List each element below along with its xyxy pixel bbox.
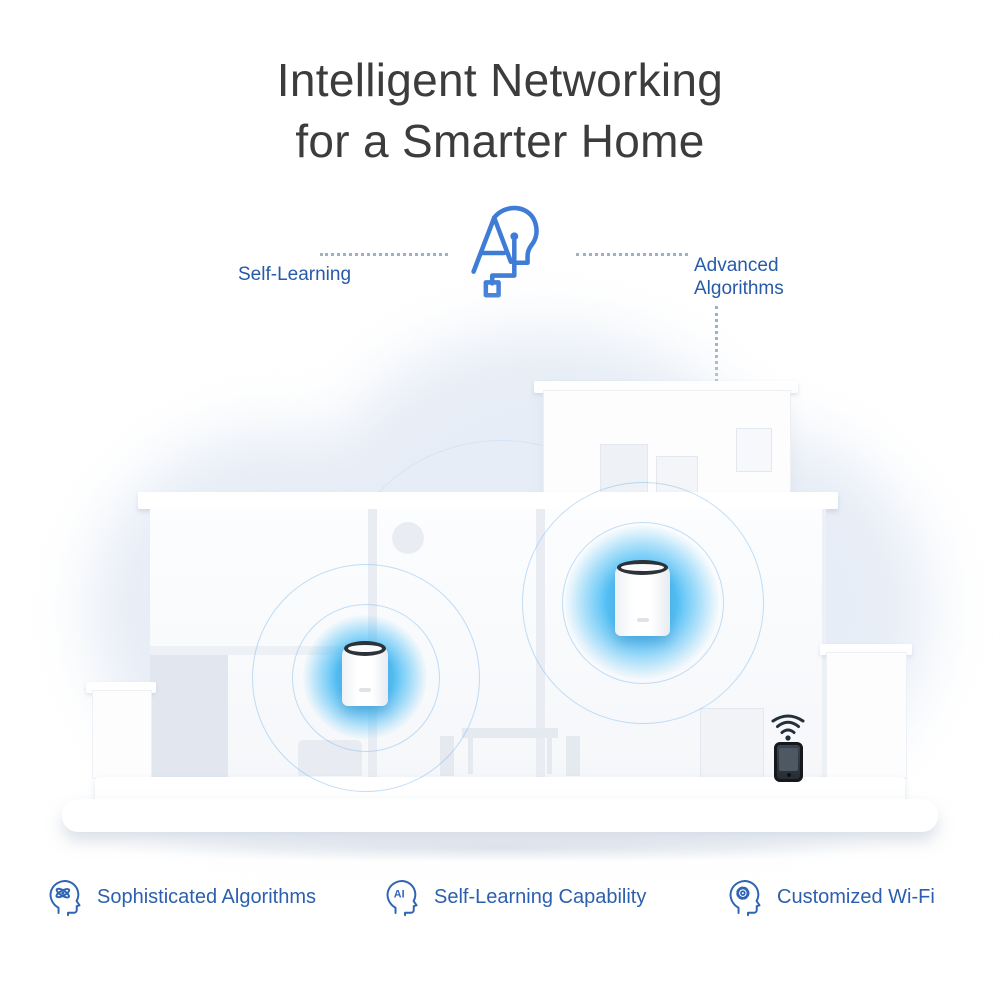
feature-self-learning-capability: AI Self-Learning Capability: [383, 877, 646, 917]
mesh-unit-right: [615, 560, 670, 636]
circuit-ring: [292, 604, 440, 752]
right-wing-roof: [820, 644, 912, 655]
head-atom-icon: [49, 880, 81, 917]
head-gear-icon: [729, 880, 761, 917]
alcove: [150, 655, 228, 777]
page-title: Intelligent Networking for a Smarter Hom…: [0, 50, 1000, 172]
advanced-algorithms-label: Advanced Algorithms: [694, 254, 784, 300]
main-roof: [138, 492, 838, 509]
title-line-1: Intelligent Networking: [276, 54, 724, 106]
interior-wall: [822, 509, 826, 777]
ai-icon-text: AI: [394, 888, 405, 900]
head-ai-icon: AI: [386, 880, 418, 917]
feature-label: Sophisticated Algorithms: [97, 885, 317, 908]
ground-platform: [62, 799, 938, 832]
furniture-shape: [462, 728, 558, 774]
advanced-label-line-2: Algorithms: [694, 278, 784, 299]
wifi-icon: [768, 710, 808, 744]
ceiling-light: [392, 522, 424, 554]
self-learning-label: Self-Learning: [238, 264, 352, 285]
callout-line-advanced: [576, 253, 688, 256]
feature-customized-wifi: Customized Wi-Fi: [726, 877, 935, 917]
advanced-label-line-1: Advanced: [694, 255, 779, 276]
feature-label: Customized Wi-Fi: [777, 885, 935, 908]
furniture-shape: [700, 708, 764, 778]
left-wing-roof: [86, 682, 156, 693]
ground-shadow: [95, 834, 905, 862]
right-wing: [826, 652, 907, 779]
circuit-ring: [522, 482, 764, 724]
title-line-2: for a Smarter Home: [295, 115, 705, 167]
circuit-ring: [252, 564, 480, 792]
feature-sophisticated-algorithms: Sophisticated Algorithms: [46, 877, 316, 917]
callout-line-self-learning: [320, 253, 448, 256]
left-wing: [92, 690, 152, 779]
window: [736, 428, 772, 472]
feature-label: Self-Learning Capability: [434, 885, 647, 908]
furniture-shape: [566, 736, 580, 776]
smartphone-icon: [774, 742, 803, 782]
circuit-ring: [562, 522, 724, 684]
mesh-unit-left: [342, 641, 388, 706]
ai-head-icon: [450, 196, 558, 308]
